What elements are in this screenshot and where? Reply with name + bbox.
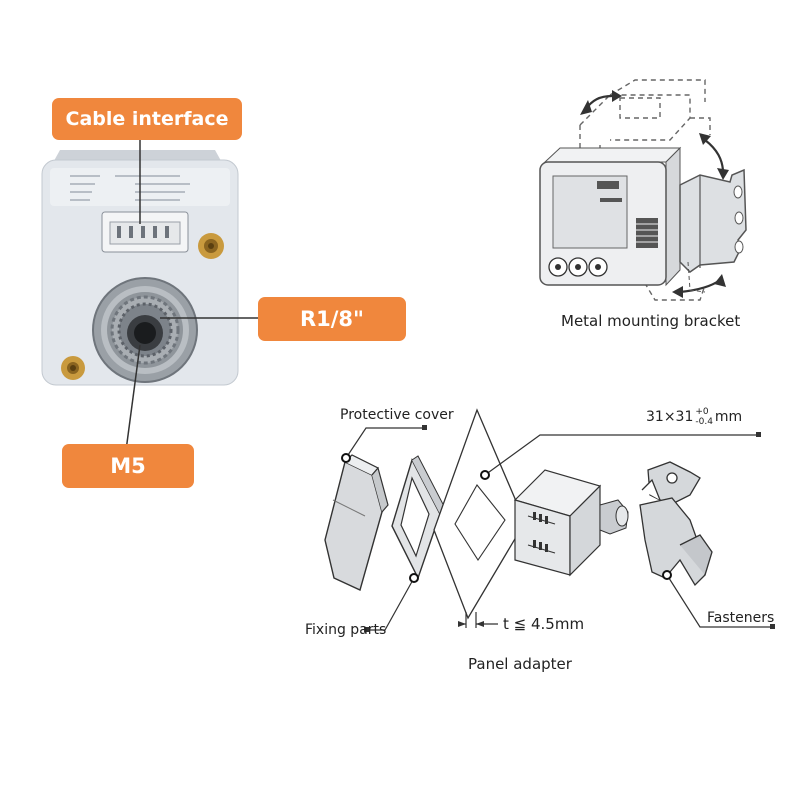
r18-callout: R1/8" <box>258 297 406 341</box>
m5-callout: M5 <box>62 444 194 488</box>
fasteners-part <box>639 461 713 587</box>
dimension-value: 31×31 <box>646 409 694 425</box>
brass-insert-bottom-left <box>61 356 85 380</box>
tolerance-lower: -0.4 <box>695 417 713 427</box>
dimension-unit: mm <box>714 409 743 425</box>
fasteners-label: Fasteners <box>707 610 775 626</box>
bracket-caption: Metal mounting bracket <box>561 312 741 330</box>
protective-cover-label: Protective cover <box>340 407 454 423</box>
panel-adapter-caption: Panel adapter <box>468 655 572 673</box>
tolerance-upper: +0 <box>695 407 709 417</box>
r18-fitting <box>92 277 198 383</box>
panel-sensor <box>513 469 629 577</box>
protective-cover-part <box>324 460 383 591</box>
dimension-label: 31×31 +0 -0.4 mm <box>646 407 742 427</box>
thickness-label: t ≦ 4.5mm <box>503 615 585 633</box>
cable-interface-callout: Cable interface <box>52 98 242 140</box>
brass-insert-top-right <box>198 233 224 259</box>
fixing-parts-label: Fixing parts <box>305 622 387 638</box>
metal-bracket <box>679 168 747 273</box>
